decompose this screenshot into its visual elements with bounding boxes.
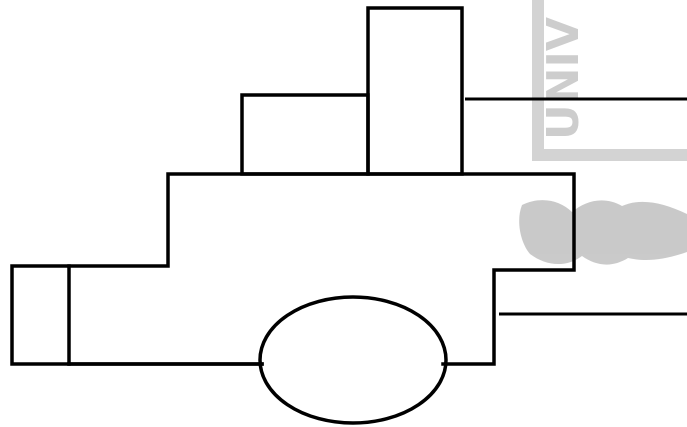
watermark-text: UNIV: [538, 17, 589, 140]
watermark: UNIV: [519, 0, 687, 265]
watermark-logo: [519, 200, 687, 264]
upper-block-tall: [368, 8, 462, 174]
upper-block-short: [242, 95, 368, 174]
left-box: [12, 266, 69, 364]
body-outline-left: [69, 174, 574, 364]
wheel-ellipse: [260, 297, 446, 423]
